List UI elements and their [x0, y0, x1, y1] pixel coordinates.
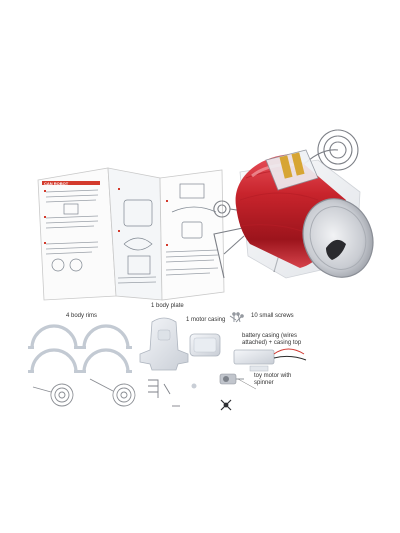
assembled-can-robot — [213, 129, 374, 279]
instruction-booklet — [37, 167, 225, 301]
small-screws — [229, 312, 244, 323]
can-lid — [302, 198, 374, 278]
label-toy-motor: toy motor with spinner — [254, 373, 292, 386]
label-body-plate: 1 body plate — [151, 303, 184, 309]
label-body-rims: 4 body rims — [66, 313, 98, 319]
toy-motor — [219, 373, 244, 411]
label-small-screws: 10 small screws — [251, 313, 294, 319]
rim-tabs — [28, 346, 132, 373]
battery-box — [265, 149, 319, 191]
label-battery-casing: battery casing (wires attached) + casing… — [242, 333, 302, 346]
label-motor-casing: 1 motor casing — [186, 317, 226, 323]
battery-casing — [233, 348, 307, 372]
booklet-heading: CAN ROBOT — [44, 181, 69, 186]
wire-legs — [148, 379, 180, 407]
motor-casing — [189, 333, 221, 357]
spiral-springs — [32, 378, 136, 407]
body-plate — [139, 317, 189, 371]
body-rims — [30, 324, 130, 373]
